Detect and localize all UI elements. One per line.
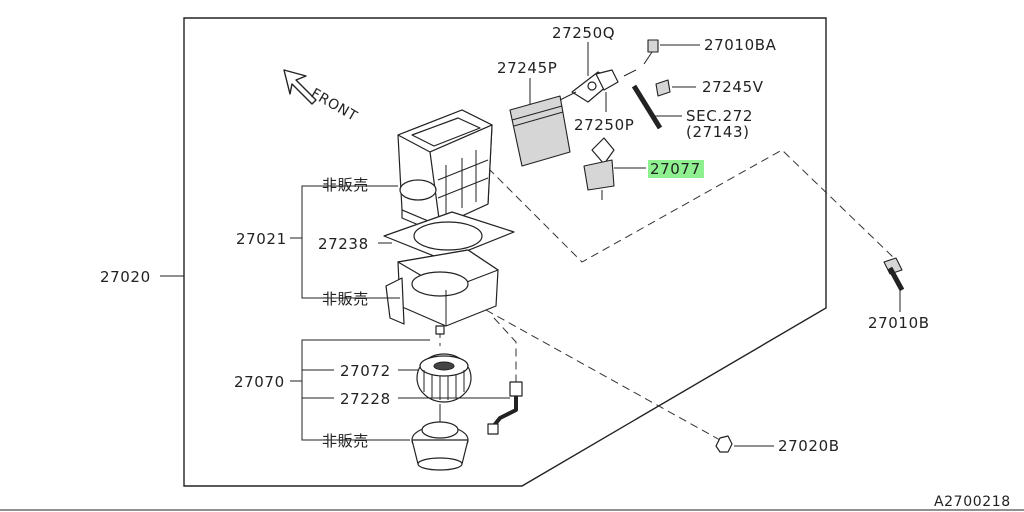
label-27020: 27020	[100, 268, 151, 286]
blower-motor	[411, 404, 469, 471]
label-27072: 27072	[340, 362, 391, 380]
label-27010BA: 27010BA	[704, 36, 777, 54]
nut-27020B	[715, 435, 733, 453]
screw-27010BA	[643, 39, 659, 65]
label-27021: 27021	[236, 230, 287, 248]
label-sec-27143: (27143)	[686, 123, 750, 141]
dashed-line-resistor	[469, 149, 895, 263]
harness-27228	[487, 381, 523, 435]
highlight-27077	[648, 160, 704, 178]
assembly-frame	[183, 17, 827, 487]
label-27250P: 27250P	[574, 116, 634, 134]
filter-27245P	[509, 95, 571, 167]
fan-27072	[416, 353, 472, 403]
label-27228: 27228	[340, 390, 391, 408]
resistor-27077	[583, 137, 615, 191]
label-27077: 27077	[650, 160, 701, 178]
fan-nut	[435, 325, 445, 335]
rod-sec272	[623, 69, 663, 130]
label-27250Q: 27250Q	[552, 24, 615, 42]
label-27245V: 27245V	[702, 78, 764, 96]
label-27238: 27238	[318, 235, 369, 253]
fan-housing	[385, 249, 499, 327]
label-not-sold-motor: 非販売	[322, 432, 369, 450]
intake-housing	[397, 109, 493, 235]
clip-27245V	[655, 79, 671, 97]
dashed-line-motor	[493, 317, 517, 382]
bracket-27250Q	[559, 69, 619, 103]
label-not-sold-upper: 非販売	[322, 176, 369, 194]
label-27020B: 27020B	[778, 437, 840, 455]
label-not-sold-lower: 非販売	[322, 290, 369, 308]
label-27070: 27070	[234, 373, 285, 391]
front-arrow-icon	[283, 69, 317, 105]
bolt-27010B	[883, 257, 905, 292]
gasket-27238	[383, 211, 515, 261]
front-label: FRONT	[308, 86, 360, 125]
label-sec-272: SEC.272	[686, 107, 753, 125]
diagram-code: A2700218	[934, 494, 1011, 510]
label-27245P: 27245P	[497, 59, 557, 77]
label-27010B: 27010B	[868, 314, 930, 332]
dashed-line-nut	[485, 309, 721, 441]
